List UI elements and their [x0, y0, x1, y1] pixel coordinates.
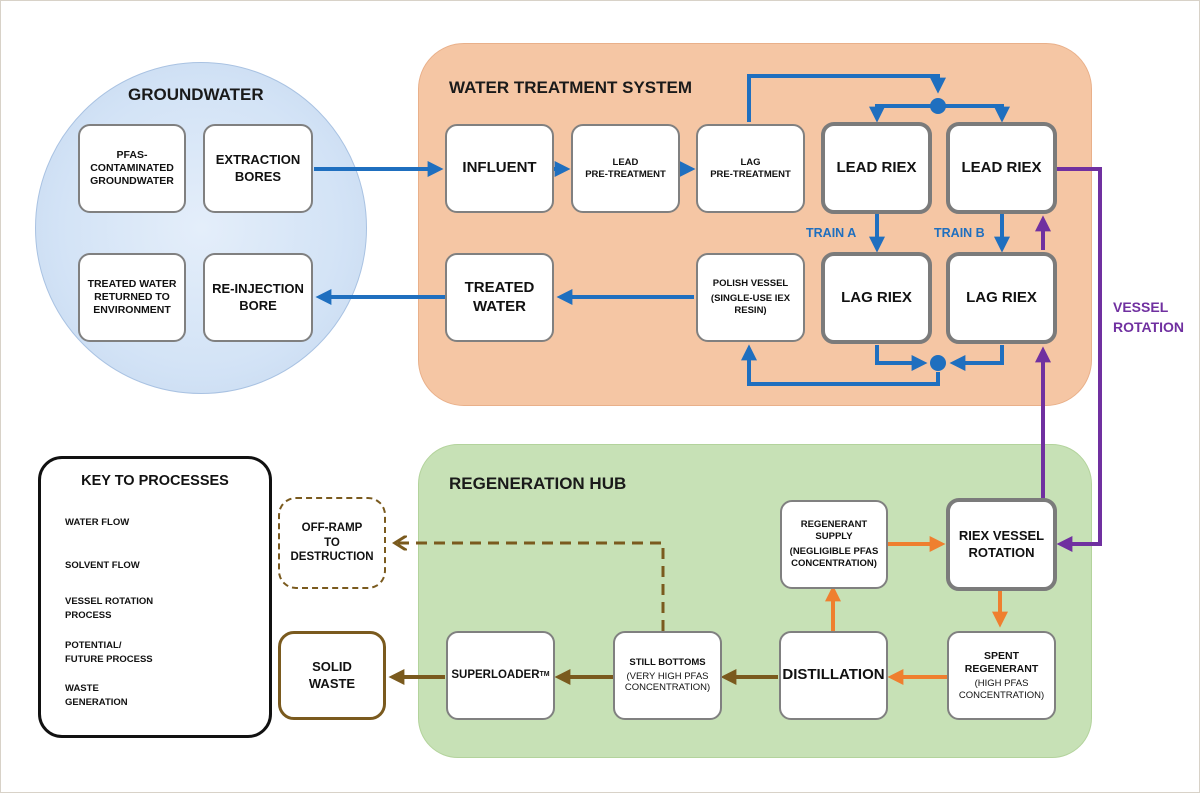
flow-junction-to-lead-riex-b	[938, 104, 1010, 123]
regenerant-supply-node: REGENERANT SUPPLY (NEGLIGIBLE PFAS CONCE…	[780, 500, 888, 589]
polish-vessel-title: POLISH VESSEL	[712, 278, 789, 290]
lag-pretreatment-node: LAG PRE-TREATMENT	[696, 124, 805, 213]
lag-riex-b-node: LAG RIEX	[946, 252, 1057, 344]
bottom-junction-node	[930, 355, 946, 371]
key-item-solvent-flow: SOLVENT FLOW	[65, 560, 140, 571]
train-b-label: TRAIN B	[934, 226, 985, 240]
potential-still-bottoms-to-off-ramp	[396, 543, 665, 631]
flow-junction-to-polish-vessel	[741, 344, 940, 386]
lead-riex-a-node: LEAD RIEX	[821, 122, 932, 214]
distillation-node: DISTILLATION	[779, 631, 888, 720]
rotation-lead-riex-to-hub	[1056, 167, 1102, 552]
key-item-potential-process: POTENTIAL/ FUTURE PROCESS	[65, 640, 153, 665]
flow-lag-riex-a-to-junction	[875, 345, 928, 371]
extraction-bores-node: EXTRACTION BORES	[203, 124, 313, 213]
process-key: KEY TO PROCESSES WATER FLOW SOLVENT FLOW…	[38, 456, 272, 738]
polish-vessel-node: POLISH VESSEL (SINGLE-USE IEX RESIN)	[696, 253, 805, 342]
pfas-contaminated-groundwater-node: PFAS- CONTAMINATED GROUNDWATER	[78, 124, 186, 213]
key-item-waste-generation: WASTE GENERATION	[65, 683, 128, 708]
trademark-symbol: TM	[539, 671, 550, 679]
key-title: KEY TO PROCESSES	[81, 473, 229, 489]
flow-lag-riex-b-to-junction	[949, 345, 1004, 371]
top-junction-node	[930, 98, 946, 114]
flow-lag-pretreatment-to-lead-riex	[747, 74, 946, 122]
vessel-rotation-label: VESSEL ROTATION	[1113, 299, 1185, 335]
regeneration-hub-title: REGENERATION HUB	[449, 474, 627, 493]
lead-pretreatment-node: LEAD PRE-TREATMENT	[571, 124, 680, 213]
lead-riex-b-node: LEAD RIEX	[946, 122, 1057, 214]
regenerant-supply-title: REGENERANT SUPPLY	[800, 519, 868, 543]
still-bottoms-node: STILL BOTTOMS (VERY HIGH PFAS CONCENTRAT…	[613, 631, 722, 720]
key-item-water-flow: WATER FLOW	[65, 517, 130, 528]
influent-node: INFLUENT	[445, 124, 554, 213]
key-item-vessel-rotation: VESSEL ROTATION PROCESS	[65, 596, 154, 621]
still-bottoms-title: STILL BOTTOMS	[629, 656, 706, 668]
groundwater-title: GROUNDWATER	[128, 85, 264, 104]
polish-vessel-subtitle: (SINGLE-USE IEX RESIN)	[710, 293, 791, 316]
treated-water-node: TREATED WATER	[445, 253, 554, 342]
superloader-label: SUPERLOADER	[451, 669, 540, 682]
reinjection-bore-node: RE-INJECTION BORE	[203, 253, 313, 342]
still-bottoms-subtitle: (VERY HIGH PFAS CONCENTRATION)	[624, 670, 711, 694]
spent-regenerant-node: SPENT REGENERANT (HIGH PFAS CONCENTRATIO…	[947, 631, 1056, 720]
off-ramp-to-destruction-node: OFF-RAMP TO DESTRUCTION	[278, 497, 386, 589]
spent-regenerant-title: SPENT REGENERANT	[964, 649, 1039, 675]
spent-regenerant-subtitle: (HIGH PFAS CONCENTRATION)	[958, 677, 1045, 701]
solid-waste-node: SOLID WASTE	[278, 631, 386, 720]
water-treatment-title: WATER TREATMENT SYSTEM	[449, 78, 693, 97]
regenerant-supply-subtitle: (NEGLIGIBLE PFAS CONCENTRATION)	[789, 546, 879, 569]
lag-riex-a-node: LAG RIEX	[821, 252, 932, 344]
riex-vessel-rotation-node: RIEX VESSEL ROTATION	[946, 498, 1057, 591]
train-a-label: TRAIN A	[806, 226, 857, 240]
treated-water-returned-node: TREATED WATER RETURNED TO ENVIRONMENT	[78, 253, 186, 342]
flow-junction-to-lead-riex-a	[869, 104, 938, 123]
